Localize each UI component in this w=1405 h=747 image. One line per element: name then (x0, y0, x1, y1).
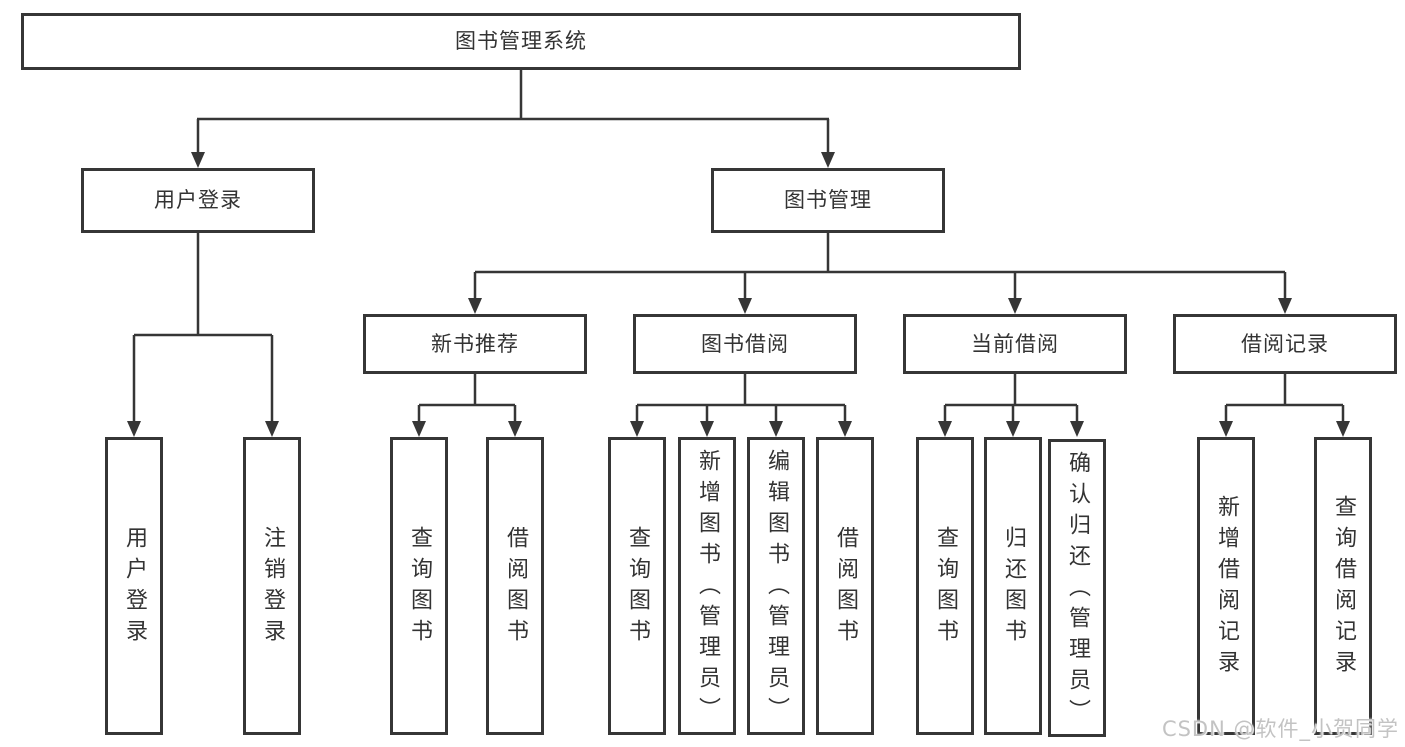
leaf-logout: 注销登录 (243, 437, 301, 735)
leaf-borrow-books-recommend: 借阅图书 (486, 437, 544, 735)
node-root-library-system: 图书管理系统 (21, 13, 1021, 70)
leaf-query-books-current: 查询图书 (916, 437, 974, 735)
leaf-add-books-admin: 新增图书（管理员） (678, 437, 736, 735)
node-user-login-branch: 用户登录 (81, 168, 315, 233)
leaf-query-borrow-record: 查询借阅记录 (1314, 437, 1372, 735)
leaf-edit-books-admin: 编辑图书（管理员） (747, 437, 805, 735)
leaf-user-login: 用户登录 (105, 437, 163, 735)
arrowheads (127, 152, 1350, 437)
leaf-query-books-recommend: 查询图书 (390, 437, 448, 735)
leaf-query-books-borrow: 查询图书 (608, 437, 666, 735)
leaf-return-books: 归还图书 (984, 437, 1042, 735)
node-book-borrow: 图书借阅 (633, 314, 857, 374)
leaf-add-borrow-record: 新增借阅记录 (1197, 437, 1255, 735)
csdn-watermark: CSDN @软件_小贺同学 (1161, 717, 1399, 741)
leaf-borrow-books: 借阅图书 (816, 437, 874, 735)
node-current-borrow: 当前借阅 (903, 314, 1127, 374)
node-book-management-branch: 图书管理 (711, 168, 945, 233)
node-new-book-recommend: 新书推荐 (363, 314, 587, 374)
node-borrow-records: 借阅记录 (1173, 314, 1397, 374)
leaf-confirm-return-admin: 确认归还（管理员） (1048, 439, 1106, 737)
